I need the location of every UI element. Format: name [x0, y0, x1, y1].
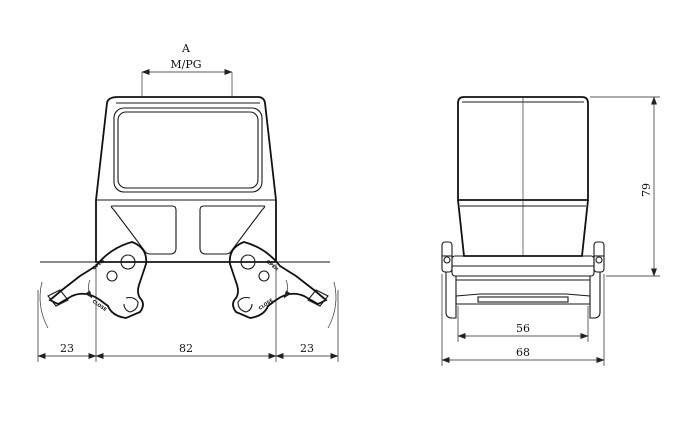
lever-hook-right — [237, 296, 253, 313]
locking-lever-right: OPEN CLOSE — [228, 241, 329, 319]
side-bracket-left — [441, 241, 453, 273]
dim-left-label: 23 — [60, 342, 74, 355]
lever-pivot-left — [120, 254, 136, 270]
side-leg-left — [445, 272, 457, 319]
lever-left-close-label: CLOSE — [91, 299, 108, 313]
lever-screw-left — [106, 270, 118, 282]
lower-pocket-right — [199, 205, 266, 255]
side-leg-right — [589, 272, 601, 319]
housing-outline — [95, 96, 277, 263]
lever-hook-left — [123, 296, 139, 313]
lever-left-open-label: OPEN — [91, 258, 106, 272]
housing-window-inner — [117, 111, 259, 189]
label-thread: M/PG — [170, 58, 201, 71]
lever-screw-right — [258, 270, 270, 282]
front-view: OPEN CLOSE OPEN CLOSE 23 82 — [37, 42, 339, 362]
label-a: A — [181, 42, 191, 55]
locking-lever-left: OPEN CLOSE — [47, 241, 148, 319]
dim-inner-width-label: 56 — [516, 322, 530, 335]
dim-right-label: 23 — [300, 342, 314, 355]
lever-pivot-right — [240, 254, 256, 270]
lever-sweep-arc-left — [39, 281, 49, 329]
side-bottom-plate — [455, 293, 591, 305]
side-view: 79 56 68 — [441, 96, 660, 366]
lower-pocket-left — [110, 205, 177, 255]
housing-window-outer — [113, 107, 263, 193]
lever-right-open-label: OPEN — [265, 259, 280, 273]
side-bracket-right — [593, 241, 605, 273]
dim-center-label: 82 — [179, 342, 193, 355]
lever-sweep-arc-right — [327, 281, 337, 329]
dim-height-label: 79 — [640, 183, 653, 197]
dim-outer-width-label: 68 — [516, 346, 530, 359]
